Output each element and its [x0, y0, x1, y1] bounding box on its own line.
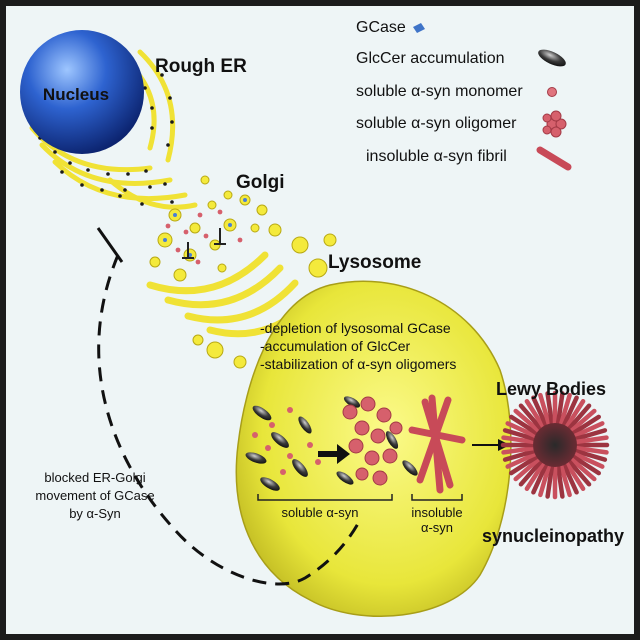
lewy-ray	[513, 408, 543, 435]
lewy-ray	[509, 453, 541, 476]
lewy-ray	[518, 403, 545, 433]
legend-fibril-label: insoluble α-syn fibril	[366, 148, 507, 165]
blocked-pathway-dashed	[97, 254, 362, 586]
lewy-ray	[513, 455, 543, 482]
lewy-ray	[571, 448, 608, 462]
lewy-ray	[567, 455, 597, 482]
rough-er-label: Rough ER	[155, 56, 247, 77]
lewy-ray	[531, 460, 549, 495]
golgi	[146, 251, 314, 338]
lewy-ray	[501, 445, 538, 455]
lewy-ray	[561, 395, 579, 430]
insoluble-label-line1: insoluble	[411, 505, 462, 520]
transport-vesicles	[149, 175, 260, 282]
lewy-ray	[505, 421, 540, 439]
lysosome-oligomers	[342, 396, 403, 486]
blocked-note-line2: movement of GCase	[35, 488, 154, 503]
progression-arrow	[318, 444, 350, 464]
lysosome-glccer	[245, 396, 418, 491]
monomer-icon	[547, 87, 557, 97]
lysosome-monomers	[252, 407, 321, 475]
lewy-ray	[567, 408, 597, 435]
blocked-note-line3: by α-Syn	[69, 506, 121, 521]
legend-gcase-label: GCase	[356, 19, 406, 36]
lewy-ray	[545, 391, 555, 428]
legend-glccer-label: GlcCer accumulation	[356, 50, 505, 67]
legend: GCase GlcCer accumulation soluble α-syn …	[356, 19, 572, 171]
lewy-ray	[538, 392, 552, 429]
lewy-ray	[538, 461, 552, 498]
lewy-body-core	[533, 423, 577, 467]
legend-monomer-label: soluble α-syn monomer	[356, 83, 523, 100]
lysosome	[235, 280, 512, 618]
lewy-ray	[531, 395, 549, 430]
lewy-ray	[502, 428, 539, 442]
golgi-label: Golgi	[236, 172, 285, 193]
lewy-ray	[572, 445, 609, 455]
insoluble-label-line2: α-syn	[421, 520, 453, 535]
lewy-ray	[569, 414, 601, 437]
bracket-insoluble	[411, 494, 463, 501]
lewy-body-rays	[500, 390, 610, 500]
lewy-ray	[558, 461, 572, 498]
lewy-ray	[555, 462, 565, 499]
nucleus	[20, 30, 144, 154]
lewy-ray	[565, 403, 592, 433]
lewy-ray	[563, 459, 586, 491]
lysosome-fibrils	[408, 394, 466, 494]
fibril-icon	[536, 146, 572, 171]
lewy-ray	[558, 392, 572, 429]
golgi-edge-vesicles	[192, 204, 337, 369]
blocked-note-line1: blocked ER-Golgi	[44, 470, 145, 485]
lewy-ray	[509, 414, 541, 437]
lewy-ray	[555, 391, 565, 428]
lewy-ray	[570, 451, 605, 469]
bracket-soluble	[257, 494, 393, 501]
soluble-syn-label: soluble α-syn	[282, 505, 359, 520]
vesicle-gcase	[163, 198, 247, 257]
lewy-ray	[545, 462, 555, 499]
lewy-ray	[569, 453, 601, 476]
vesicle-monomers	[165, 209, 243, 265]
gcase-icon	[413, 23, 425, 33]
lysosome-label: Lysosome	[328, 252, 421, 273]
legend-oligomer-label: soluble α-syn oligomer	[356, 115, 517, 132]
note-stabilization: -stabilization of α-syn oligomers	[260, 356, 456, 372]
er-ribosomes	[38, 70, 174, 206]
note-depletion: -depletion of lysosomal GCase	[260, 320, 451, 336]
note-accumulation: -accumulation of GlcCer	[260, 338, 411, 354]
lewy-ray	[505, 451, 540, 469]
lewy-ray	[501, 435, 538, 445]
lewy-ray	[561, 460, 579, 495]
lewy-ray	[518, 457, 545, 487]
lewy-ray	[563, 399, 586, 431]
lewy-ray	[524, 399, 547, 431]
oligomer-icon	[542, 110, 567, 138]
nucleus-label: Nucleus	[43, 85, 109, 104]
lewy-ray	[571, 428, 608, 442]
lewy-ray	[570, 421, 605, 439]
lewy-ray	[502, 448, 539, 462]
lewy-ray	[572, 435, 609, 445]
lewy-ray	[524, 459, 547, 491]
blocked-markers	[182, 228, 226, 259]
lewy-bodies-label: Lewy Bodies	[496, 379, 606, 399]
glccer-icon	[538, 49, 566, 67]
lewy-ray	[565, 457, 592, 487]
synucleinopathy-label: synucleinopathy	[482, 526, 624, 546]
